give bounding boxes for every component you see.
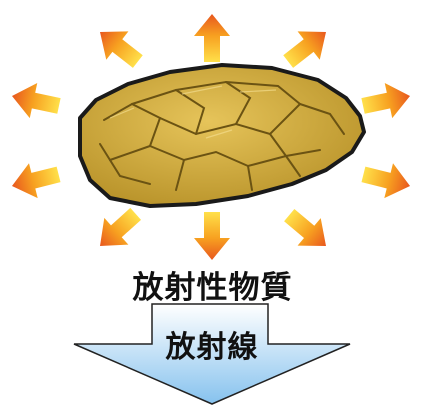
ray-arrow-icon [277,18,337,76]
ray-arrow-icon [278,201,338,259]
material-label: 放射性物質 [0,262,425,307]
radiation-label: 放射線 [112,322,312,366]
rock-icon [80,65,364,206]
ray-arrow-icon [8,78,62,123]
ray-arrow-icon [194,14,230,62]
ray-arrow-icon [194,212,230,260]
ray-arrow-icon [359,78,413,123]
ray-arrow-icon [8,157,63,204]
ray-arrow-icon [88,201,148,260]
ray-arrow-icon [359,157,414,204]
ray-arrow-icon [89,18,149,76]
